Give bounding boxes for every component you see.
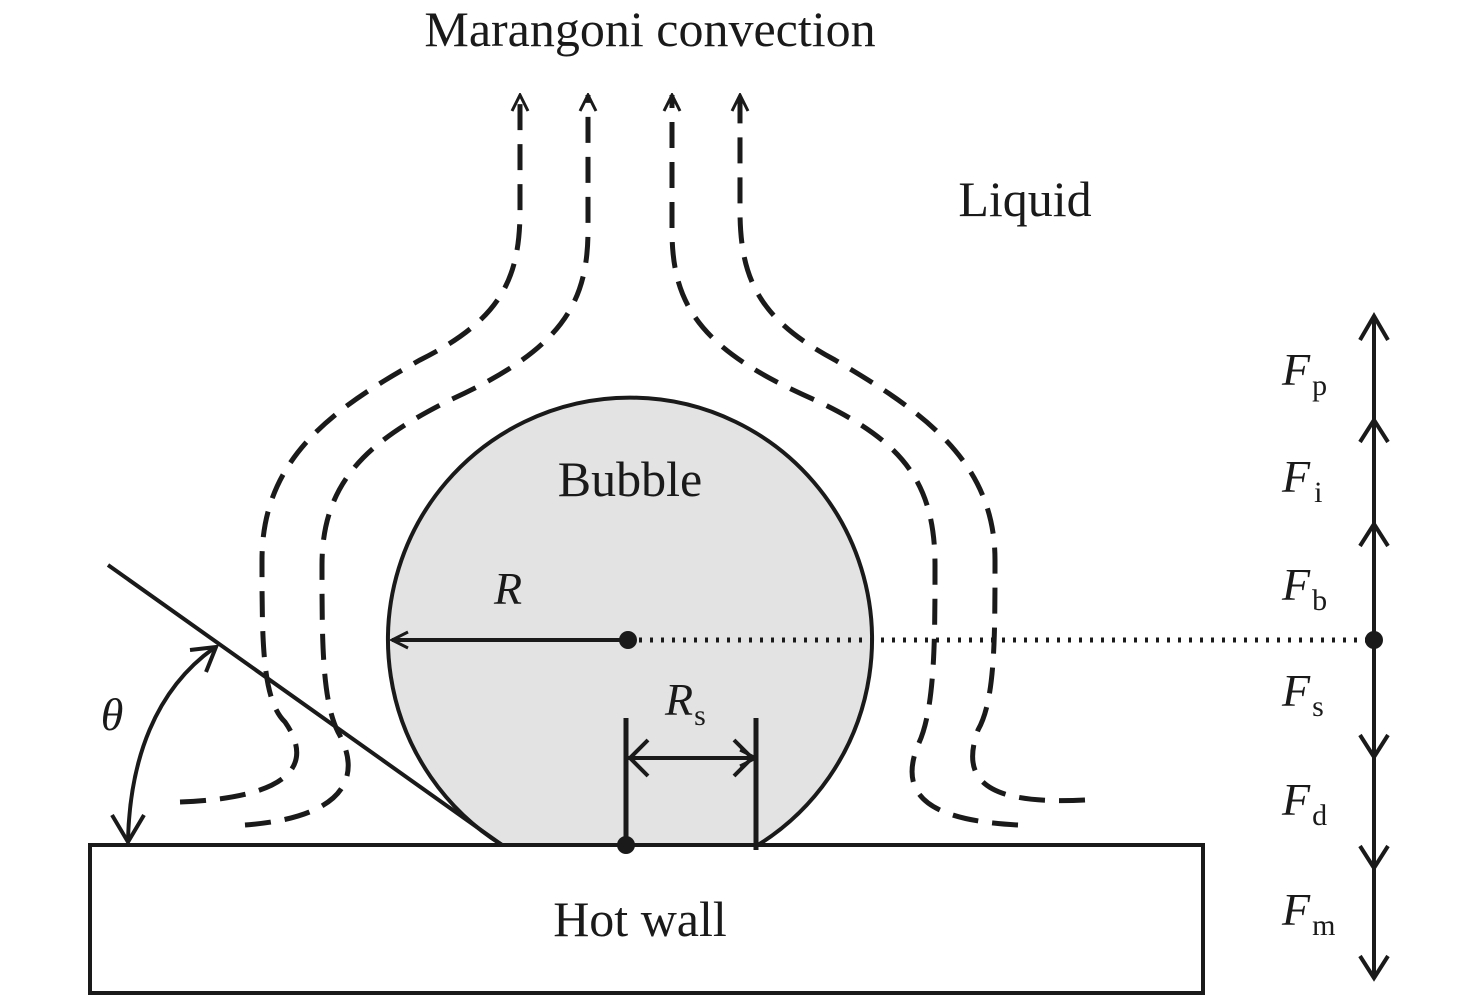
radius-label: R	[493, 563, 522, 614]
force-label-m: Fm	[1281, 884, 1335, 942]
contact-radius-dimension	[617, 718, 759, 854]
liquid-label: Liquid	[958, 171, 1091, 227]
force-axis	[1358, 312, 1390, 982]
force-origin-dot	[1365, 631, 1383, 649]
streamline-left-inner	[244, 95, 588, 828]
hot-wall	[88, 843, 1205, 995]
streamline-right-outer	[740, 95, 1086, 804]
contact-angle-label: θ	[101, 689, 124, 740]
contact-center-dot	[617, 836, 635, 854]
contact-angle-arc	[126, 646, 216, 841]
force-label-p: Fp	[1281, 344, 1327, 402]
streamline-right-inner	[672, 95, 1019, 828]
hot-wall-label: Hot wall	[553, 891, 727, 947]
title: Marangoni convection	[424, 1, 875, 57]
bubble-label: Bubble	[558, 451, 702, 507]
convection-streamlines	[179, 95, 1086, 828]
contact-radius-label: Rs	[664, 674, 706, 732]
force-label-d: Fd	[1281, 774, 1327, 832]
tangent-line	[106, 563, 504, 847]
force-label-b: Fb	[1281, 559, 1327, 617]
force-label-s: Fs	[1281, 665, 1324, 723]
bubble	[386, 395, 874, 847]
streamline-left-outer	[179, 95, 520, 805]
